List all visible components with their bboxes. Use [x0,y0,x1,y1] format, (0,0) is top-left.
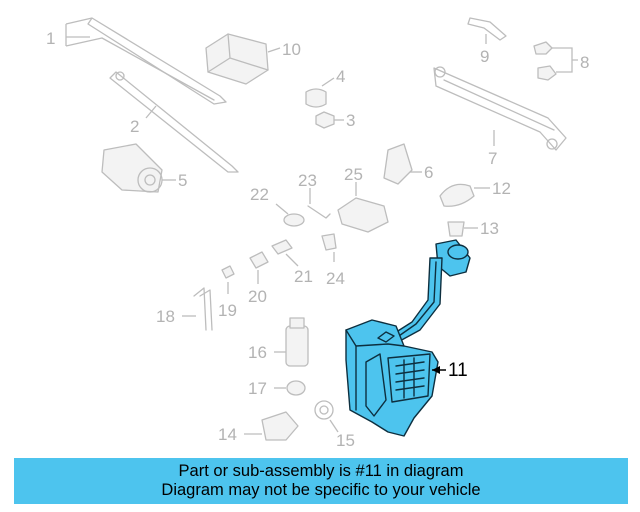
part-11-washer-reservoir[interactable]: 11 [345,239,471,437]
callout-19: 19 [218,301,237,320]
callout-13: 13 [480,219,499,238]
banner-line-1: Part or sub-assembly is #11 in diagram [178,462,464,480]
callout-20: 20 [248,287,267,306]
part-25-nozzle-bracket[interactable]: 25 [337,165,389,233]
callout-2: 2 [130,117,139,136]
callout-4: 4 [336,67,345,86]
banner-line-2: Diagram may not be specific to your vehi… [161,481,481,499]
callout-10: 10 [282,40,301,59]
part-6-bracket[interactable]: 6 [383,143,433,185]
part-10-control-module[interactable]: 10 [205,33,301,85]
part-24-clip[interactable]: 24 [321,233,345,288]
part-16-washer-pump[interactable]: 16 [248,317,309,367]
callout-15: 15 [336,431,355,450]
part-1-wiper-blade[interactable]: 1 [46,17,227,105]
info-banner: Part or sub-assembly is #11 in diagram D… [14,458,628,504]
callout-17: 17 [248,379,267,398]
part-12-filler-neck[interactable]: 12 [439,179,511,207]
callout-9: 9 [480,47,489,66]
part-20-connector[interactable]: 20 [248,251,269,306]
part-3-nut[interactable]: 3 [315,111,355,130]
callout-5: 5 [178,171,187,190]
callout-18: 18 [156,307,175,326]
part-13-cap[interactable]: 13 [447,219,499,238]
part-23-connector[interactable]: 23 [298,171,331,219]
part-21-check-valve[interactable]: 21 [271,239,313,286]
callout-14: 14 [218,425,237,444]
part-4-cap[interactable]: 4 [305,67,345,108]
callout-12: 12 [492,179,511,198]
callout-7: 7 [488,149,497,168]
part-2-wiper-arm[interactable]: 2 [109,71,239,173]
callout-1: 1 [46,29,55,48]
part-18-hose[interactable]: 18 [156,287,213,331]
callout-3: 3 [346,111,355,130]
part-19-plug[interactable]: 19 [218,265,237,320]
part-5-wiper-motor[interactable]: 5 [101,143,187,193]
callout-24: 24 [326,269,345,288]
callout-8: 8 [580,53,589,72]
callout-16: 16 [248,343,267,362]
callout-25: 25 [344,165,363,184]
part-9-bracket[interactable]: 9 [467,17,507,66]
part-15-seal[interactable]: 15 [314,400,355,450]
callout-21: 21 [294,267,313,286]
callout-23: 23 [298,171,317,190]
part-8-clip[interactable]: 8 [533,41,589,81]
part-17-grommet[interactable]: 17 [248,379,306,398]
part-14-level-sensor[interactable]: 14 [218,411,299,444]
callout-6: 6 [424,163,433,182]
part-7-wiper-linkage[interactable]: 7 [433,66,567,168]
callout-11: 11 [448,360,468,381]
part-22-grommet[interactable]: 22 [250,185,305,227]
callout-22: 22 [250,185,269,204]
